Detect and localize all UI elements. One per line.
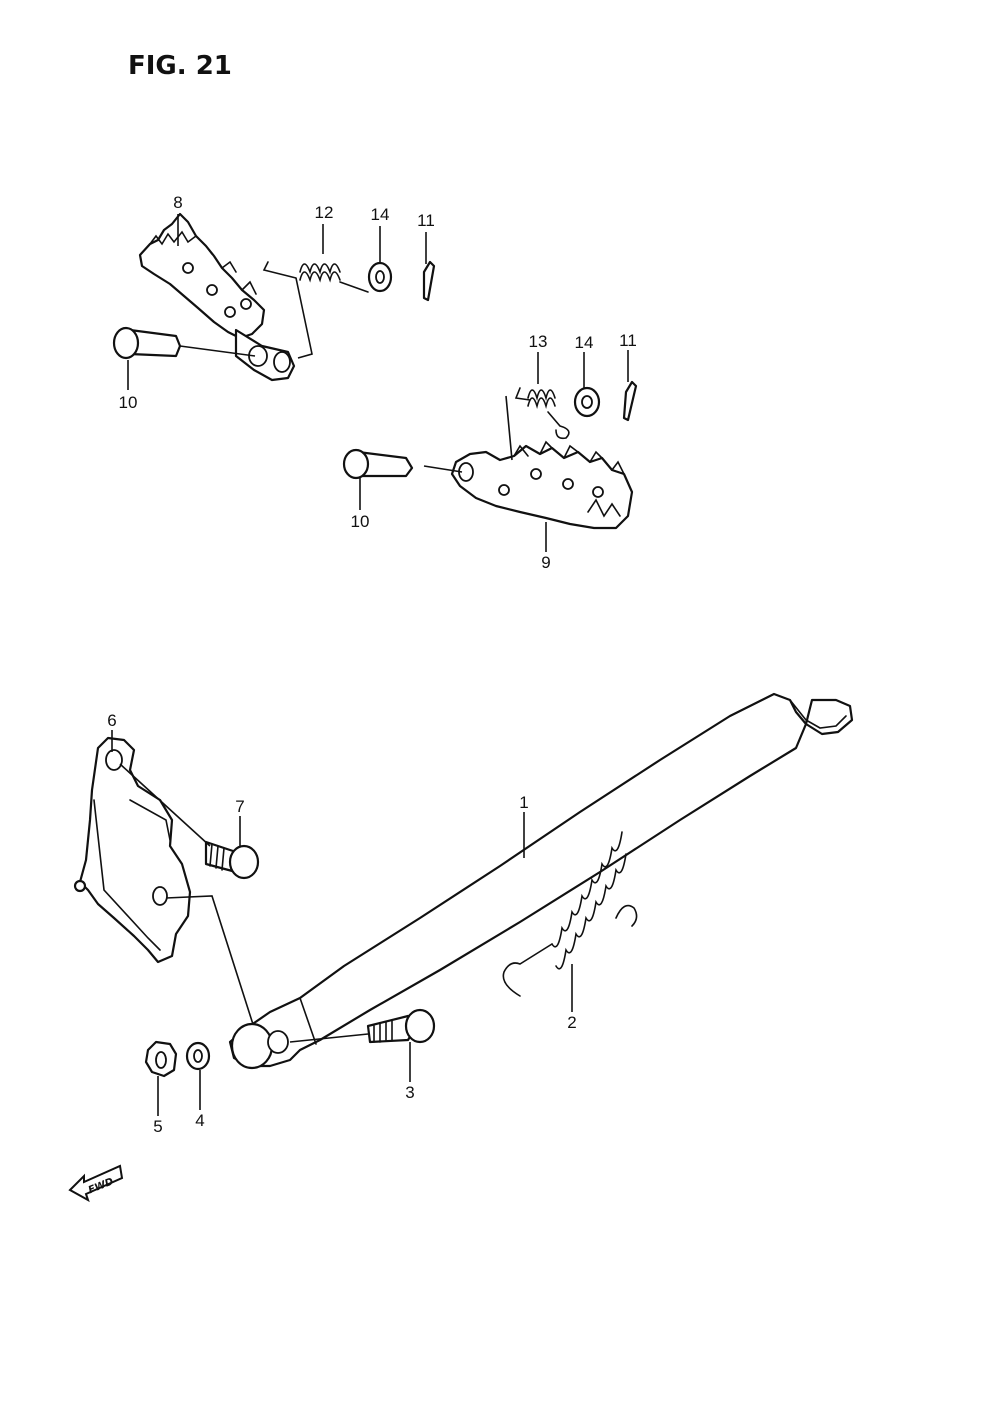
footrest-spring-upper	[262, 261, 369, 359]
callout-2: 2	[567, 1013, 576, 1032]
callout-14-middle: 14	[575, 333, 594, 352]
callout-leaders	[111, 214, 629, 1116]
side-stand-leg	[228, 692, 854, 1070]
bracket-bolt	[119, 763, 260, 880]
footrest-left	[138, 212, 296, 382]
callout-8: 8	[173, 193, 182, 212]
callout-1: 1	[519, 793, 528, 812]
callout-5: 5	[153, 1117, 162, 1136]
clevis-pin-middle	[342, 448, 463, 480]
callout-4: 4	[195, 1111, 204, 1130]
callout-10-upper: 10	[119, 393, 138, 412]
callout-13: 13	[529, 332, 548, 351]
stand-spring	[502, 831, 638, 997]
callout-9: 9	[541, 553, 550, 572]
clevis-pin-upper	[112, 326, 256, 360]
cotter-pin-middle	[622, 380, 638, 422]
callout-14-upper: 14	[371, 205, 390, 224]
washer-upper	[367, 261, 393, 293]
callout-labels: 1 2 3 4 5 6 7 8 9 10 10 11 11 12 13 14 1…	[107, 193, 637, 1136]
footrest-spring-lower	[505, 387, 570, 461]
callout-3: 3	[405, 1083, 414, 1102]
washer-middle	[573, 386, 601, 418]
callout-11-upper: 11	[417, 211, 435, 230]
stand-washer	[185, 1041, 211, 1071]
stand-nut	[144, 1040, 178, 1078]
cotter-pin-upper	[422, 260, 436, 302]
callout-12: 12	[315, 203, 334, 222]
leader-bracket-to-leg	[165, 895, 259, 1041]
callout-6: 6	[107, 711, 116, 730]
stand-pivot-bolt	[289, 1008, 436, 1044]
callout-11-middle: 11	[619, 331, 637, 350]
arrow-left-icon	[68, 1164, 124, 1203]
figure-title: FIG. 21	[128, 51, 232, 81]
fwd-direction-marker: FWD	[68, 1164, 124, 1203]
footrest-right	[450, 440, 634, 530]
callout-7: 7	[235, 797, 244, 816]
callout-10-middle: 10	[351, 512, 370, 531]
stand-bracket	[73, 736, 192, 964]
